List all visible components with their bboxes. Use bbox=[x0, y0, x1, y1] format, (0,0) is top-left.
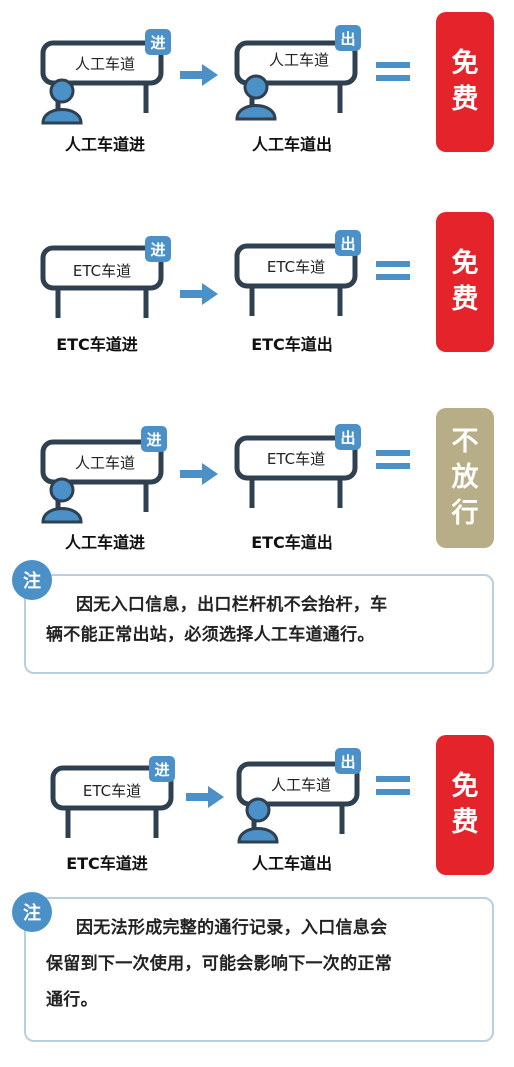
note-line: 通行。 bbox=[46, 990, 98, 1010]
note-text: 因无法形成完整的通行记录，入口信息会 保留到下一次使用，可能会影响下一次的正常 … bbox=[46, 913, 496, 1015]
arrow-right-icon bbox=[186, 786, 224, 808]
arrow-right-icon bbox=[180, 463, 218, 485]
result-char: 免 bbox=[451, 248, 479, 279]
exit-badge: 出 bbox=[335, 25, 361, 51]
exit-badge: 出 bbox=[335, 230, 361, 256]
exit-badge: 出 bbox=[335, 424, 361, 450]
entry-sign-label: 人工车道 bbox=[74, 454, 135, 472]
exit-sign-label: 人工车道 bbox=[270, 776, 331, 794]
person-icon bbox=[41, 477, 83, 524]
exit-gantry: 人工车道 出 bbox=[236, 748, 366, 844]
result-char: 免 bbox=[451, 771, 479, 802]
note-line: 因无法形成完整的通行记录，入口信息会 bbox=[76, 918, 388, 938]
equals-icon bbox=[376, 261, 410, 280]
exit-sign-label: ETC车道 bbox=[266, 258, 326, 276]
scenario-etc-to-manual: ETC车道 进 ETC车道进 人工车道 出 人工车道出 免 费 bbox=[0, 720, 514, 880]
note-text: 因无入口信息，出口栏杆机不会抬杆，车 辆不能正常出站，必须选择人工车道通行。 bbox=[46, 590, 496, 650]
entry-gantry: ETC车道 进 bbox=[50, 756, 180, 840]
equals-icon bbox=[376, 62, 410, 81]
result-char: 行 bbox=[451, 498, 479, 529]
gantry-frame bbox=[234, 435, 358, 508]
exit-caption: ETC车道出 bbox=[251, 533, 333, 552]
person-icon bbox=[41, 78, 83, 125]
note-line: 辆不能正常出站，必须选择人工车道通行。 bbox=[46, 625, 375, 645]
gantry-frame bbox=[50, 765, 174, 838]
entry-gantry: 人工车道 进 bbox=[40, 29, 171, 125]
note-tag-icon: 注 bbox=[12, 560, 52, 600]
entry-sign-label: ETC车道 bbox=[82, 782, 142, 800]
result-badge: 免 费 bbox=[436, 12, 494, 152]
entry-sign-label: ETC车道 bbox=[72, 262, 132, 280]
scenario-manual-to-manual: 人工车道 进 人工车道进 人工车道 出 人工车道出 免 费 bbox=[0, 0, 514, 170]
entry-caption: ETC车道进 bbox=[66, 854, 148, 873]
entry-caption: 人工车道进 bbox=[64, 533, 145, 552]
equals-icon bbox=[376, 776, 410, 795]
result-char: 费 bbox=[451, 284, 479, 315]
scenario-manual-to-etc: 人工车道 进 人工车道进 ETC车道 出 ETC车道出 不 放 行 bbox=[0, 400, 514, 560]
result-char: 费 bbox=[451, 807, 479, 838]
equals-icon bbox=[376, 450, 410, 469]
arrow-right-icon bbox=[180, 283, 218, 305]
note-box: 因无法形成完整的通行记录，入口信息会 保留到下一次使用，可能会影响下一次的正常 … bbox=[24, 897, 494, 1042]
gantry-frame bbox=[40, 245, 164, 318]
entry-caption: 人工车道进 bbox=[64, 135, 145, 154]
result-badge: 免 费 bbox=[436, 212, 494, 352]
gantry-frame bbox=[234, 243, 358, 316]
exit-badge: 出 bbox=[335, 748, 361, 774]
entry-badge: 进 bbox=[145, 29, 171, 55]
entry-badge: 进 bbox=[149, 756, 175, 782]
arrow-right-icon bbox=[180, 64, 218, 86]
result-char: 费 bbox=[451, 84, 479, 115]
exit-gantry: ETC车道 出 bbox=[234, 424, 364, 510]
entry-badge: 进 bbox=[145, 236, 171, 262]
result-char: 免 bbox=[451, 48, 479, 79]
entry-badge: 进 bbox=[141, 426, 167, 452]
note-line: 因无入口信息，出口栏杆机不会抬杆，车 bbox=[76, 595, 388, 615]
entry-gantry: ETC车道 进 bbox=[40, 236, 171, 320]
exit-gantry: 人工车道 出 bbox=[234, 25, 364, 121]
note-line: 保留到下一次使用，可能会影响下一次的正常 bbox=[46, 954, 392, 974]
exit-caption: 人工车道出 bbox=[251, 135, 332, 154]
exit-caption: 人工车道出 bbox=[251, 854, 332, 873]
entry-gantry: 人工车道 进 bbox=[40, 426, 170, 524]
result-badge: 不 放 行 bbox=[436, 408, 494, 548]
result-char: 放 bbox=[451, 462, 479, 493]
result-char: 不 bbox=[451, 426, 479, 457]
note-tag-icon: 注 bbox=[12, 892, 52, 932]
gantry-frame bbox=[40, 40, 164, 113]
entry-caption: ETC车道进 bbox=[56, 335, 138, 354]
exit-sign-label: 人工车道 bbox=[268, 51, 329, 69]
note-box: 因无入口信息，出口栏杆机不会抬杆，车 辆不能正常出站，必须选择人工车道通行。 bbox=[24, 574, 494, 674]
person-icon bbox=[237, 797, 279, 844]
exit-caption: ETC车道出 bbox=[251, 335, 333, 354]
person-icon bbox=[235, 74, 277, 121]
exit-gantry: ETC车道 出 bbox=[234, 230, 364, 318]
result-badge: 免 费 bbox=[436, 735, 494, 875]
exit-sign-label: ETC车道 bbox=[266, 450, 326, 468]
scenario-etc-to-etc: ETC车道 进 ETC车道进 ETC车道 出 ETC车道出 免 费 bbox=[0, 200, 514, 370]
entry-sign-label: 人工车道 bbox=[74, 55, 135, 73]
